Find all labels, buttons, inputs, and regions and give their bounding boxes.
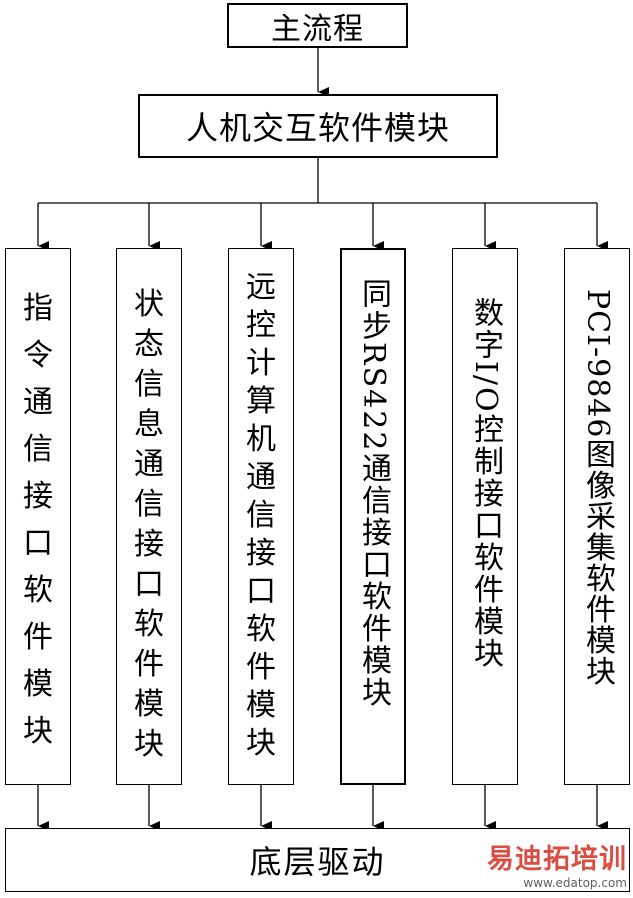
module-box-remote: 远控计算机通信接口软件模块	[228, 248, 294, 785]
watermark-url: www.edatop.com	[523, 876, 627, 890]
main-process-box: 主流程	[227, 3, 408, 48]
driver-box: 底层驱动	[5, 828, 630, 892]
module-box-command: 指令通信接口软件模块	[5, 248, 71, 785]
module-label-digital-io: 数字I/O控制接口软件模块	[468, 297, 503, 670]
module-label-remote: 远控计算机通信接口软件模块	[246, 270, 276, 761]
driver-label: 底层驱动	[249, 843, 386, 881]
module-label-status: 状态信息通信接口软件模块	[134, 287, 164, 762]
main-process-label: 主流程	[271, 11, 364, 47]
watermark: 易迪拓培训 www.edatop.com	[487, 837, 627, 890]
module-box-pci: PCI-9846图像采集软件模块	[564, 248, 630, 785]
hci-module-label: 人机交互软件模块	[185, 109, 450, 147]
module-label-rs422: 同步RS422通信接口软件模块	[356, 278, 391, 709]
module-box-rs422: 同步RS422通信接口软件模块	[340, 248, 406, 785]
module-label-command: 指令通信接口软件模块	[23, 291, 53, 749]
module-box-status: 状态信息通信接口软件模块	[116, 248, 182, 785]
hci-module-box: 人机交互软件模块	[138, 94, 498, 158]
module-box-digital-io: 数字I/O控制接口软件模块	[452, 248, 518, 785]
watermark-brand: 易迪拓培训	[487, 844, 627, 875]
module-label-pci: PCI-9846图像采集软件模块	[580, 289, 615, 687]
